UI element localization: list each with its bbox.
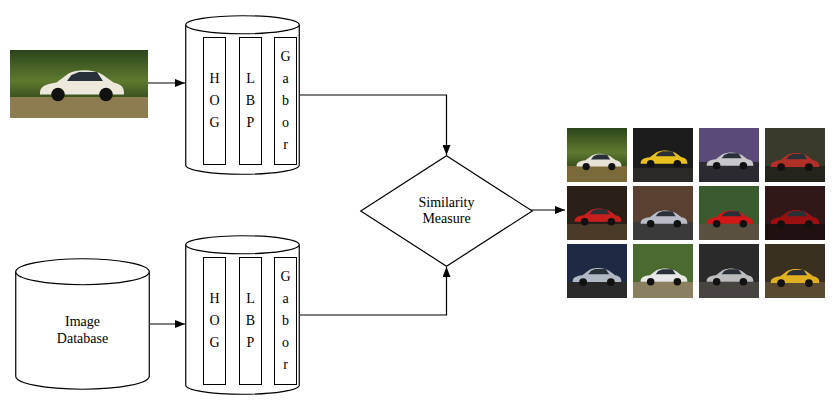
thumbnail-ground [567, 224, 627, 240]
thumbnail-car [771, 269, 820, 287]
thumbnail-car [771, 153, 820, 171]
feature-cylinder: HOG LBP Gabor [185, 235, 300, 395]
thumbnail-background [633, 128, 693, 182]
thumbnail-car [577, 154, 622, 171]
query-image-road [10, 97, 148, 118]
decision-diamond: Similarity Measure [360, 155, 533, 267]
database-cylinder: Image Database [15, 258, 150, 390]
result-grid [567, 128, 825, 298]
feature-label: HOG [209, 68, 220, 134]
thumbnail-background [567, 186, 627, 240]
thumbnail-car [641, 150, 688, 167]
result-thumbnail [699, 186, 759, 240]
feature-box: LBP [239, 257, 262, 385]
thumbnail-ground [633, 282, 693, 298]
feature-label: HOG [209, 288, 220, 354]
feature-cylinder: HOG LBP Gabor [185, 15, 300, 175]
thumbnail-car [707, 210, 754, 227]
result-thumbnail [633, 186, 693, 240]
thumbnail-ground [699, 282, 759, 298]
feature-label: LBP [245, 68, 256, 134]
result-thumbnail [633, 128, 693, 182]
feature-box: Gabor [274, 257, 297, 385]
thumbnail-ground [765, 224, 825, 240]
thumbnail-background [765, 128, 825, 182]
connector-arrow [300, 267, 447, 315]
result-arrow [530, 209, 565, 210]
feature-label: Gabor [280, 46, 291, 156]
cylinder-body [16, 272, 150, 390]
thumbnail-car [575, 208, 622, 225]
thumbnail-background [567, 244, 627, 298]
cylinder-top [16, 259, 150, 285]
connector-arrow [300, 95, 447, 155]
thumbnail-ground [765, 282, 825, 298]
node-label: Image Database [43, 314, 123, 346]
result-thumbnail [567, 244, 627, 298]
thumbnail-car [641, 268, 688, 285]
result-thumbnail [699, 128, 759, 182]
thumbnail-background [699, 128, 759, 182]
result-thumbnail [567, 128, 627, 182]
thumbnail-background [699, 186, 759, 240]
cylinder-body [186, 25, 300, 174]
thumbnail-background [633, 244, 693, 298]
result-thumbnail [765, 128, 825, 182]
query-car [40, 70, 124, 101]
result-thumbnail [633, 244, 693, 298]
thumbnail-ground [699, 224, 759, 240]
thumbnail-car [573, 268, 622, 286]
query-arrow [148, 82, 185, 83]
thumbnail-background [699, 244, 759, 298]
connector-arrow [150, 323, 185, 324]
feature-box: HOG [203, 257, 226, 385]
cylinder-top [186, 16, 300, 34]
thumbnail-car [707, 268, 754, 285]
thumbnail-ground [567, 166, 627, 182]
query-image [10, 50, 148, 118]
feature-label: LBP [245, 288, 256, 354]
feature-box: HOG [203, 37, 226, 165]
feature-label: Gabor [280, 266, 291, 376]
cylinder-top [186, 236, 300, 254]
result-thumbnail [765, 244, 825, 298]
thumbnail-ground [633, 168, 693, 182]
query-image-background [10, 50, 148, 118]
node-label: Similarity Measure [397, 195, 497, 227]
result-thumbnail [699, 244, 759, 298]
feature-box: Gabor [274, 37, 297, 165]
thumbnail-car [771, 210, 820, 228]
result-thumbnail [567, 186, 627, 240]
cylinder-body [186, 245, 300, 394]
thumbnail-car [641, 210, 688, 227]
result-thumbnail [765, 186, 825, 240]
thumbnail-ground [765, 166, 825, 182]
thumbnail-background [567, 128, 627, 182]
thumbnail-ground [633, 222, 693, 240]
diamond-shape [361, 156, 533, 267]
thumbnail-ground [567, 282, 627, 298]
thumbnail-car [707, 152, 754, 169]
feature-box: LBP [239, 37, 262, 165]
thumbnail-background [633, 186, 693, 240]
thumbnail-background [765, 186, 825, 240]
thumbnail-background [765, 244, 825, 298]
